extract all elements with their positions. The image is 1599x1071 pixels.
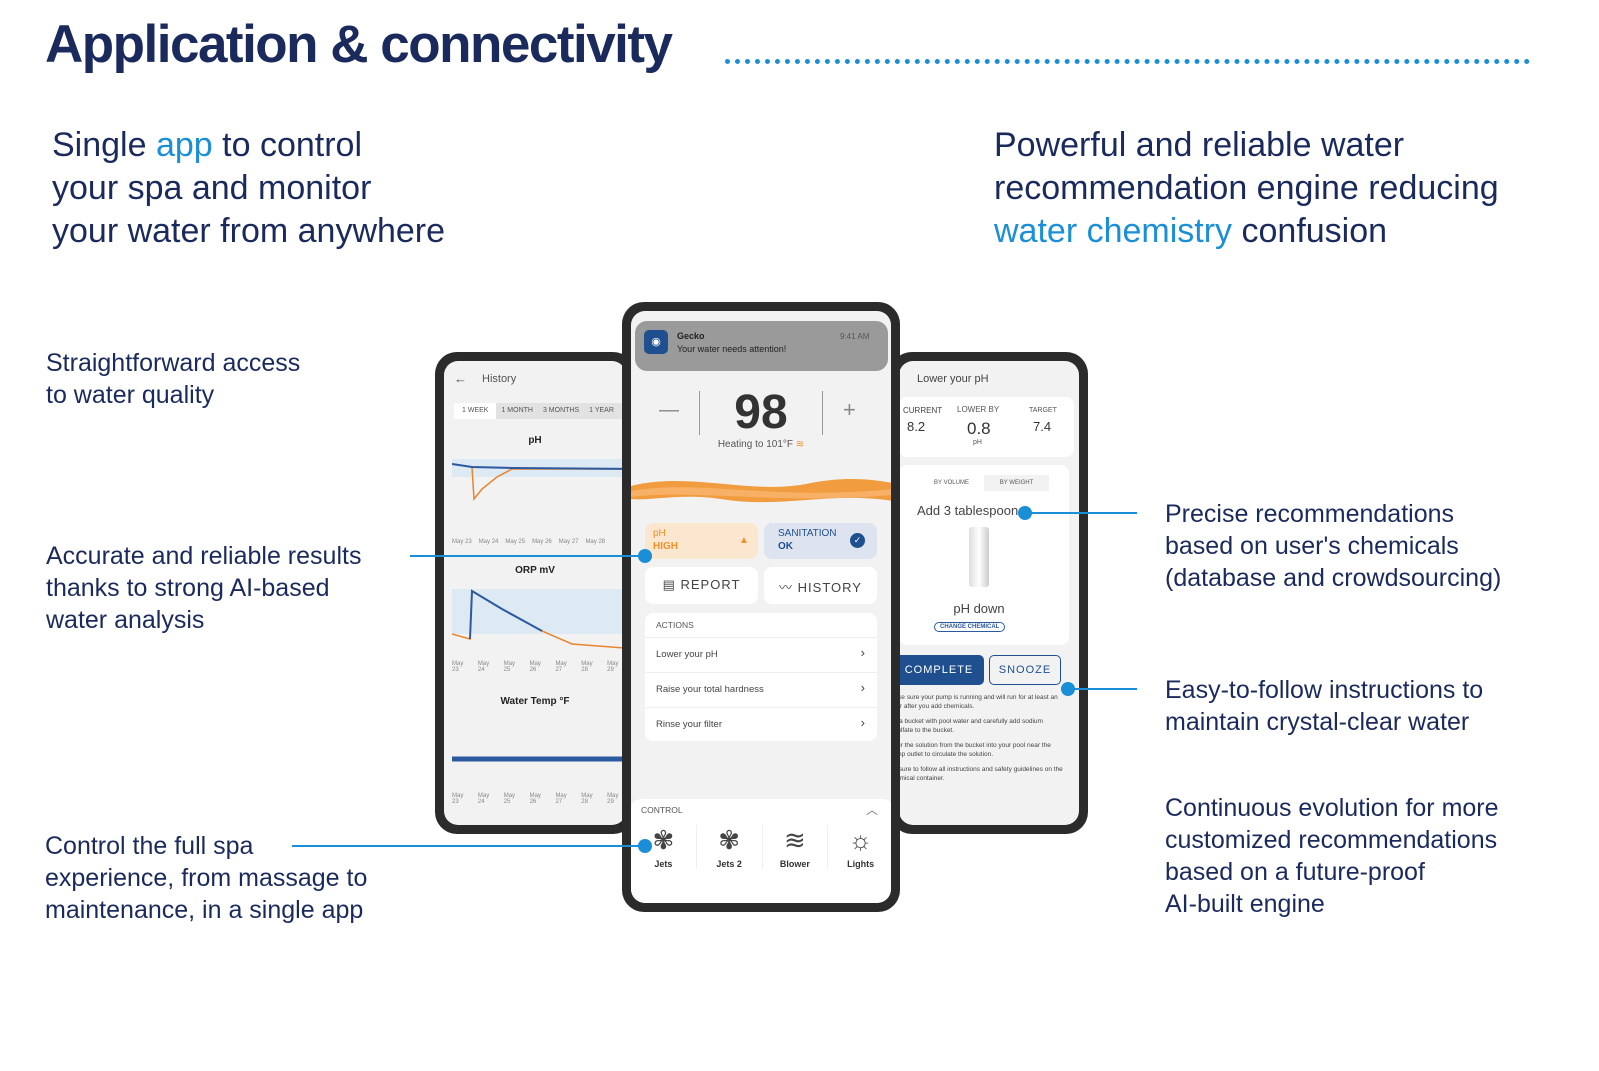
chevron-up-icon[interactable]: ︿	[866, 803, 879, 817]
heat-icon: ≋	[795, 439, 805, 450]
warning-triangle-icon: ▲	[739, 535, 749, 546]
control-lights[interactable]: ☼Lights	[827, 825, 891, 869]
gecko-logo-icon: ◉	[644, 330, 668, 354]
light-icon: ☼	[848, 825, 873, 855]
chemical-bottle-icon	[969, 527, 989, 587]
connector-line	[1068, 688, 1137, 690]
heading-text: recommendation engine reducing	[994, 169, 1499, 207]
current-label: CURRENT	[903, 406, 943, 415]
chevron-right-icon: ›	[860, 715, 865, 730]
right-heading: Powerful and reliable water recommendati…	[994, 124, 1499, 253]
report-icon: ▤	[662, 577, 676, 592]
control-panel: CONTROL ︿ ✾Jets ✾Jets 2 ≋Blower ☼Lights	[631, 799, 891, 903]
orp-chart	[452, 589, 626, 649]
heading-text: Powerful and reliable water	[994, 126, 1405, 164]
connector-line	[410, 555, 645, 557]
dose-card: BY VOLUME BY WEIGHT Add 3 tablespoons pH…	[899, 465, 1069, 645]
instruction-steps: Make sure your pump is running and will …	[899, 694, 1063, 782]
phone-home: ◉ Gecko Your water needs attention! 9:41…	[622, 302, 900, 912]
dotted-divider	[725, 59, 1530, 64]
increase-temp-button[interactable]: +	[843, 397, 856, 422]
actions-card: ACTIONS Lower your pH› Raise your total …	[645, 613, 877, 741]
tab-1-month[interactable]: 1 MONTH	[501, 407, 533, 414]
control-jets-2[interactable]: ✾Jets 2	[695, 825, 762, 869]
left-heading: Single app to control your spa and monit…	[52, 124, 445, 253]
heading-text: to control	[212, 126, 363, 164]
wave-graphic	[631, 478, 891, 503]
control-buttons: ✾Jets ✾Jets 2 ≋Blower ☼Lights	[631, 825, 891, 869]
fan-icon: ✾	[652, 825, 675, 855]
report-button[interactable]: ▤ REPORT	[645, 567, 758, 604]
complete-button[interactable]: COMPLETE	[899, 655, 984, 685]
temperature-value: 98	[734, 386, 788, 439]
chevron-right-icon: ›	[860, 680, 865, 695]
tab-by-volume[interactable]: BY VOLUME	[919, 475, 984, 491]
heading-accent: water chemistry	[994, 212, 1233, 250]
heating-status: Heating to 101°F ≋	[717, 439, 805, 450]
tab-by-weight[interactable]: BY WEIGHT	[999, 480, 1034, 486]
heading-text: your spa and monitor	[52, 169, 372, 207]
chemical-name: pH down	[953, 601, 1005, 616]
heading-text: confusion	[1232, 212, 1388, 250]
action-lower-ph[interactable]: Lower your pH›	[645, 637, 877, 672]
phone-lower-ph: Lower your pH CURRENT 8.2 LOWER BY 0.8 p…	[890, 352, 1088, 834]
range-tabs: 1 WEEK 1 MONTH 3 MONTHS 1 YEAR	[454, 403, 626, 419]
chart-title: pH	[528, 435, 542, 446]
connector-dot	[1018, 506, 1032, 520]
heading-text: your water from anywhere	[52, 212, 446, 250]
connector-line	[292, 845, 645, 847]
chevron-right-icon: ›	[860, 645, 865, 660]
check-icon: ✓	[850, 533, 865, 548]
snooze-button[interactable]: SNOOZE	[989, 655, 1061, 685]
connector-dot	[638, 549, 652, 563]
action-raise-hardness[interactable]: Raise your total hardness›	[645, 672, 877, 707]
ph-summary: CURRENT 8.2 LOWER BY 0.8 pH TARGET 7.4	[899, 397, 1074, 457]
screen-title: Lower your pH	[917, 373, 989, 385]
connector-line	[1025, 512, 1137, 514]
sanitation-status-card[interactable]: SANITATION OK ✓	[764, 523, 877, 559]
control-blower[interactable]: ≋Blower	[761, 825, 828, 869]
control-jets[interactable]: ✾Jets	[631, 825, 696, 869]
chart-title: Water Temp °F	[500, 696, 570, 707]
ph-chart	[452, 459, 626, 501]
tab-1-year[interactable]: 1 YEAR	[589, 407, 614, 414]
tab-3-months[interactable]: 3 MONTHS	[542, 407, 580, 414]
heading-accent: app	[155, 126, 213, 164]
dose-instruction: Add 3 tablespoons	[917, 503, 1025, 518]
notification[interactable]: ◉ Gecko Your water needs attention! 9:41…	[635, 321, 888, 371]
chart-title: ORP mV	[515, 565, 555, 576]
ph-status-card[interactable]: pH HIGH ▲	[645, 523, 758, 559]
wind-icon: ≋	[783, 825, 806, 855]
change-chemical-button[interactable]: CHANGE CHEMICAL	[934, 622, 1006, 632]
screen-title: History	[482, 373, 517, 385]
history-button[interactable]: 〰 HISTORY	[764, 567, 877, 604]
page-title: Application & connectivity	[45, 15, 673, 74]
heading-text: Single	[52, 126, 156, 164]
connector-dot	[638, 839, 652, 853]
decrease-temp-button[interactable]: —	[659, 399, 679, 421]
action-rinse-filter[interactable]: Rinse your filter›	[645, 707, 877, 741]
connector-dot	[1061, 682, 1075, 696]
fan-icon: ✾	[718, 825, 741, 855]
phone-history: ← History 1 WEEK 1 MONTH 3 MONTHS 1 YEAR…	[435, 352, 635, 834]
trend-icon: 〰	[779, 580, 794, 595]
back-arrow-icon[interactable]: ←	[454, 371, 467, 386]
temp-chart	[452, 756, 626, 762]
tab-1-week[interactable]: 1 WEEK	[454, 403, 497, 419]
